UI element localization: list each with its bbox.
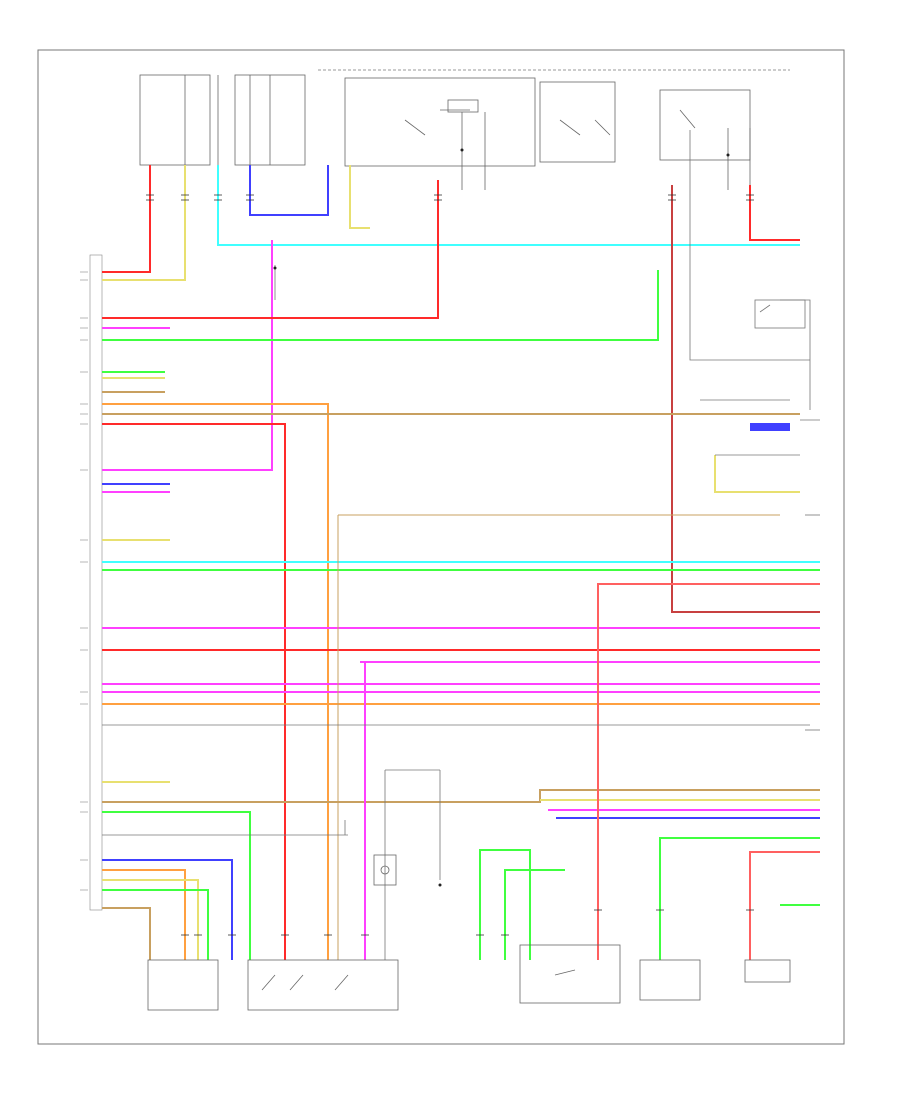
wire-cyan-top [217, 165, 800, 246]
vertical-wires [102, 165, 820, 613]
top-relay-block-center [344, 77, 536, 190]
ecm-connector-strip [89, 254, 103, 911]
wire-tan-3 [102, 907, 151, 960]
diagram-border [37, 49, 845, 1045]
wire-yellow-center [349, 165, 370, 229]
wire-blue-top [249, 165, 329, 216]
wire-orange-2 [102, 869, 186, 960]
wire-blue-3 [102, 859, 233, 960]
splice-dots [273, 148, 730, 887]
pin-label-marks [80, 271, 88, 891]
wire-green-right [102, 270, 659, 341]
wire-darkred-right [671, 185, 820, 613]
wire-yellow-6 [714, 455, 800, 493]
top-fuse-block-left [139, 74, 306, 166]
wire-yellow-left [102, 165, 186, 281]
wire-red-4 [597, 583, 820, 960]
wire-red-3 [749, 851, 820, 960]
connector-ticks [146, 194, 754, 936]
right-side-components [750, 299, 820, 731]
top-relay-block-right [539, 81, 751, 190]
wire-green-3 [659, 837, 820, 960]
wire-red-left [102, 165, 151, 273]
horizontal-wires [102, 327, 820, 960]
wire-green-4 [102, 889, 209, 960]
wire-orange-1 [102, 403, 329, 960]
wire-red-center [102, 180, 439, 319]
wire-green-5 [479, 849, 531, 960]
thin-gray-wires [102, 130, 811, 960]
bottom-components [147, 854, 791, 1011]
wire-pink-vertical [102, 240, 273, 471]
wire-red-right [749, 185, 800, 241]
wire-green-2 [102, 811, 251, 960]
wire-tan-2 [102, 789, 820, 803]
wire-green-6 [504, 869, 565, 960]
wire-yellow-5 [102, 879, 199, 960]
wire-red-2 [102, 423, 286, 960]
